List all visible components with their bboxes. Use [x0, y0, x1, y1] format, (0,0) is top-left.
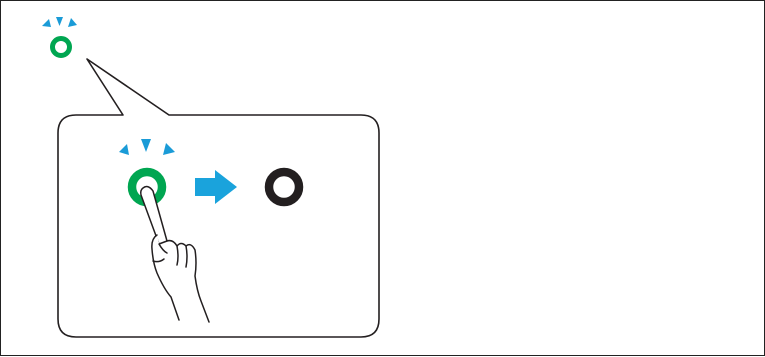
blink-rays — [42, 17, 77, 27]
ring-green-small — [53, 39, 70, 56]
blinking-ring-icon-small — [42, 17, 77, 56]
blink-ray-left — [42, 19, 51, 27]
blink-ray-center — [56, 17, 63, 26]
blink-ray-right — [68, 18, 77, 27]
